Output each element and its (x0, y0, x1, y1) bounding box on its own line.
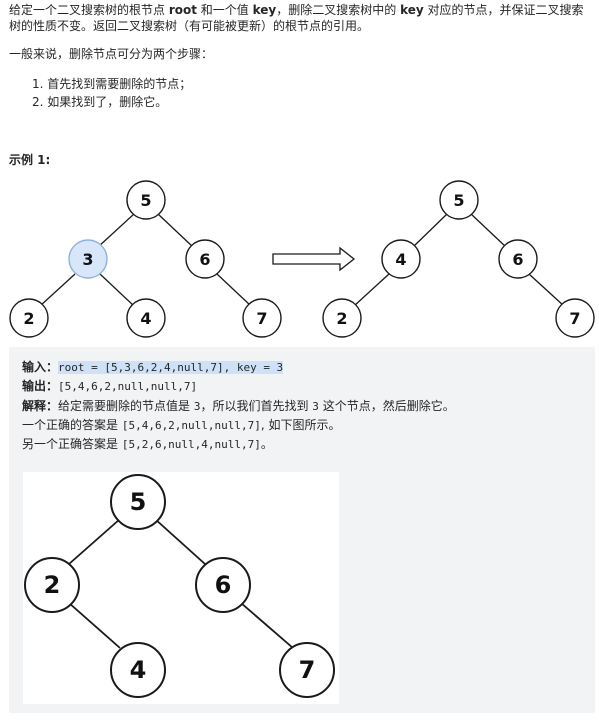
tree-node: 7 (555, 298, 595, 338)
before-tree-diagram: 5 3 6 2 4 7 (9, 180, 282, 338)
svg-text:6: 6 (199, 250, 210, 269)
svg-text:7: 7 (256, 309, 267, 328)
answer-line: 一个正确的答案是 [5,4,6,2,null,null,7], 如下图所示。 (22, 418, 341, 432)
svg-text:4: 4 (130, 656, 147, 684)
step-item: 1. 首先找到需要删除的节点； (32, 77, 192, 91)
arrow-icon (272, 246, 356, 272)
problem-description: 给定一个二叉搜索树的根节点 root 和一个值 key，删除二叉搜索树中的 ke… (9, 3, 584, 33)
tree-node: 2 (24, 557, 80, 613)
tree-node: 6 (185, 239, 225, 279)
tree-node: 4 (110, 642, 166, 698)
tree-node-highlighted: 3 (68, 239, 108, 279)
output-value: [5,4,6,2,null,null,7] (58, 380, 198, 393)
example-title: 示例 1: (9, 153, 51, 167)
input-value: root = [5,3,6,2,4,null,7], key = 3 (58, 361, 284, 374)
svg-text:5: 5 (130, 488, 147, 516)
tree-edge (154, 518, 206, 565)
svg-text:7: 7 (569, 309, 580, 328)
svg-text:5: 5 (453, 191, 464, 210)
tree-node: 7 (279, 642, 335, 698)
svg-text:7: 7 (299, 656, 316, 684)
tree-node: 4 (381, 239, 421, 279)
tree-node: 4 (126, 298, 166, 338)
tree-node: 5 (439, 180, 479, 220)
tree-node: 7 (242, 298, 282, 338)
tree-edge (216, 273, 252, 307)
tree-node: 6 (498, 239, 538, 279)
tree-edge (97, 213, 135, 248)
output-line: 输出：[5,4,6,2,null,null,7] (22, 379, 198, 393)
tree-edge (353, 273, 390, 307)
explanation-line: 解释：给定需要删除的节点值是 3，所以我们首先找到 3 这个节点，然后删除它。 (22, 399, 455, 413)
tree-edge (470, 213, 507, 248)
svg-text:5: 5 (140, 191, 151, 210)
tree-node: 2 (322, 298, 362, 338)
tree-node: 5 (126, 180, 166, 220)
svg-text:4: 4 (395, 250, 406, 269)
tree-edge (68, 518, 121, 565)
input-line: 输入：root = [5,3,6,2,4,null,7], key = 3 (22, 360, 284, 374)
svg-text:2: 2 (23, 309, 34, 328)
tree-node: 2 (9, 298, 49, 338)
alternate-answer-line: 另一个正确答案是 [5,2,6,null,4,null,7]。 (22, 437, 273, 451)
alternate-tree-diagram: 5 2 6 4 7 (23, 472, 339, 704)
tree-edge (240, 602, 294, 649)
steps-intro: 一般来说，删除节点可分为两个步骤： (9, 47, 214, 61)
tree-node: 5 (110, 474, 166, 530)
svg-text:4: 4 (140, 309, 151, 328)
tree-edge (68, 602, 121, 649)
tree-edge (528, 273, 565, 307)
svg-text:2: 2 (44, 571, 61, 599)
tree-node: 6 (195, 557, 251, 613)
after-tree-diagram: 5 4 6 2 7 (322, 180, 595, 338)
tree-edge (39, 273, 76, 307)
tree-edge (157, 213, 194, 248)
tree-edge (412, 213, 448, 248)
svg-text:3: 3 (82, 250, 93, 269)
svg-text:6: 6 (215, 571, 232, 599)
svg-text:6: 6 (512, 250, 523, 269)
svg-text:2: 2 (336, 309, 347, 328)
step-item: 2. 如果找到了，删除它。 (32, 95, 168, 109)
tree-edge (99, 273, 135, 307)
